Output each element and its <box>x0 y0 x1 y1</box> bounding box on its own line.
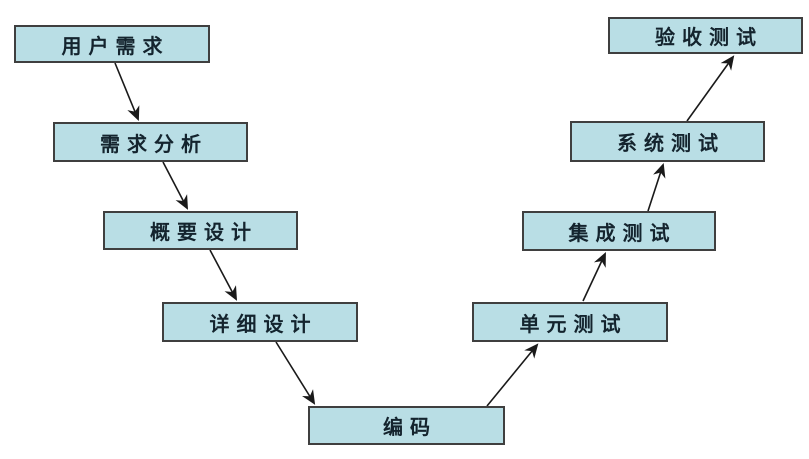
arrow-integration-testing-to-system-testing <box>647 162 666 212</box>
node-detailed-design: 详细设计 <box>162 302 358 342</box>
node-acceptance-testing: 验收测试 <box>608 17 803 54</box>
arrow-high-level-design-to-detailed-design <box>209 249 238 301</box>
arrow-detailed-design-to-coding <box>275 341 316 405</box>
node-system-testing: 系统测试 <box>570 121 765 162</box>
node-detailed-design-label: 详细设计 <box>209 311 318 336</box>
node-unit-testing-label: 单元测试 <box>519 311 628 336</box>
arrow-system-testing-to-acceptance-testing <box>686 55 735 122</box>
node-requirements-analysis: 需求分析 <box>53 122 248 162</box>
node-coding-label: 编码 <box>383 415 437 439</box>
arrow-unit-testing-to-integration-testing <box>582 252 606 302</box>
node-unit-testing: 单元测试 <box>472 302 668 342</box>
node-requirements-analysis-label: 需求分析 <box>100 131 208 156</box>
node-user-requirements-label: 用户需求 <box>61 33 170 58</box>
arrow-coding-to-unit-testing <box>486 343 539 407</box>
node-high-level-design: 概要设计 <box>103 211 298 250</box>
node-coding: 编码 <box>308 406 505 445</box>
node-high-level-design-label: 概要设计 <box>150 220 258 244</box>
node-system-testing-label: 系统测试 <box>617 131 725 155</box>
arrow-requirements-analysis-to-high-level-design <box>162 161 188 210</box>
node-acceptance-testing-label: 验收测试 <box>655 25 763 49</box>
node-integration-testing-label: 集成测试 <box>568 220 677 245</box>
arrow-user-requirements-to-requirements-analysis <box>114 62 140 121</box>
node-user-requirements: 用户需求 <box>14 25 210 63</box>
node-integration-testing: 集成测试 <box>522 211 716 251</box>
